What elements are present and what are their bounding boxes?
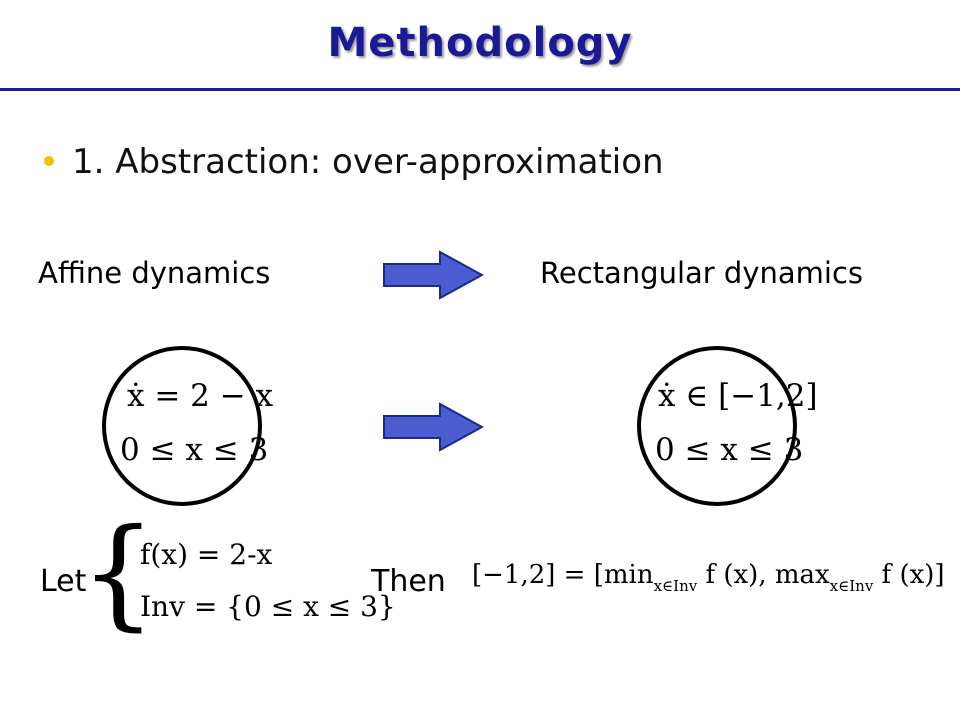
invariant-definition: Inv = {0 ≤ x ≤ 3} [140,590,396,623]
interval-lhs: [−1,2] = [min [472,560,654,590]
left-brace: { [80,504,157,643]
affine-dynamics-label: Affine dynamics [38,256,271,290]
rectangular-flow-equation: ẋ ∈ [−1,2] [658,378,818,414]
title-divider [0,88,960,91]
affine-invariant: 0 ≤ x ≤ 3 [120,432,269,468]
bullet-text: 1. Abstraction: over-approximation [72,142,664,182]
rectangular-invariant: 0 ≤ x ≤ 3 [655,432,804,468]
rectangular-dynamics-label: Rectangular dynamics [540,256,863,290]
bullet-dot-icon [44,155,54,166]
right-arrow-icon [383,402,484,452]
slide-title: Methodology [327,20,633,66]
function-definition: f(x) = 2-x [140,538,273,571]
rectangular-mode-circle [637,346,797,506]
bullet-item: 1. Abstraction: over-approximation [44,142,664,182]
interval-mid: f (x), max [697,560,830,590]
interval-equation: [−1,2] = [minx∈Inv f (x), maxx∈Inv f (x)… [472,560,945,595]
interval-rhs: f (x)] [873,560,945,590]
min-subscript: x∈Inv [653,577,698,595]
affine-mode-circle [102,346,262,506]
let-label: Let [40,564,87,599]
max-subscript: x∈Inv [829,577,874,595]
affine-flow-equation: ẋ = 2 − x [127,378,274,414]
right-arrow-icon [383,250,484,300]
then-label: Then [371,564,446,599]
